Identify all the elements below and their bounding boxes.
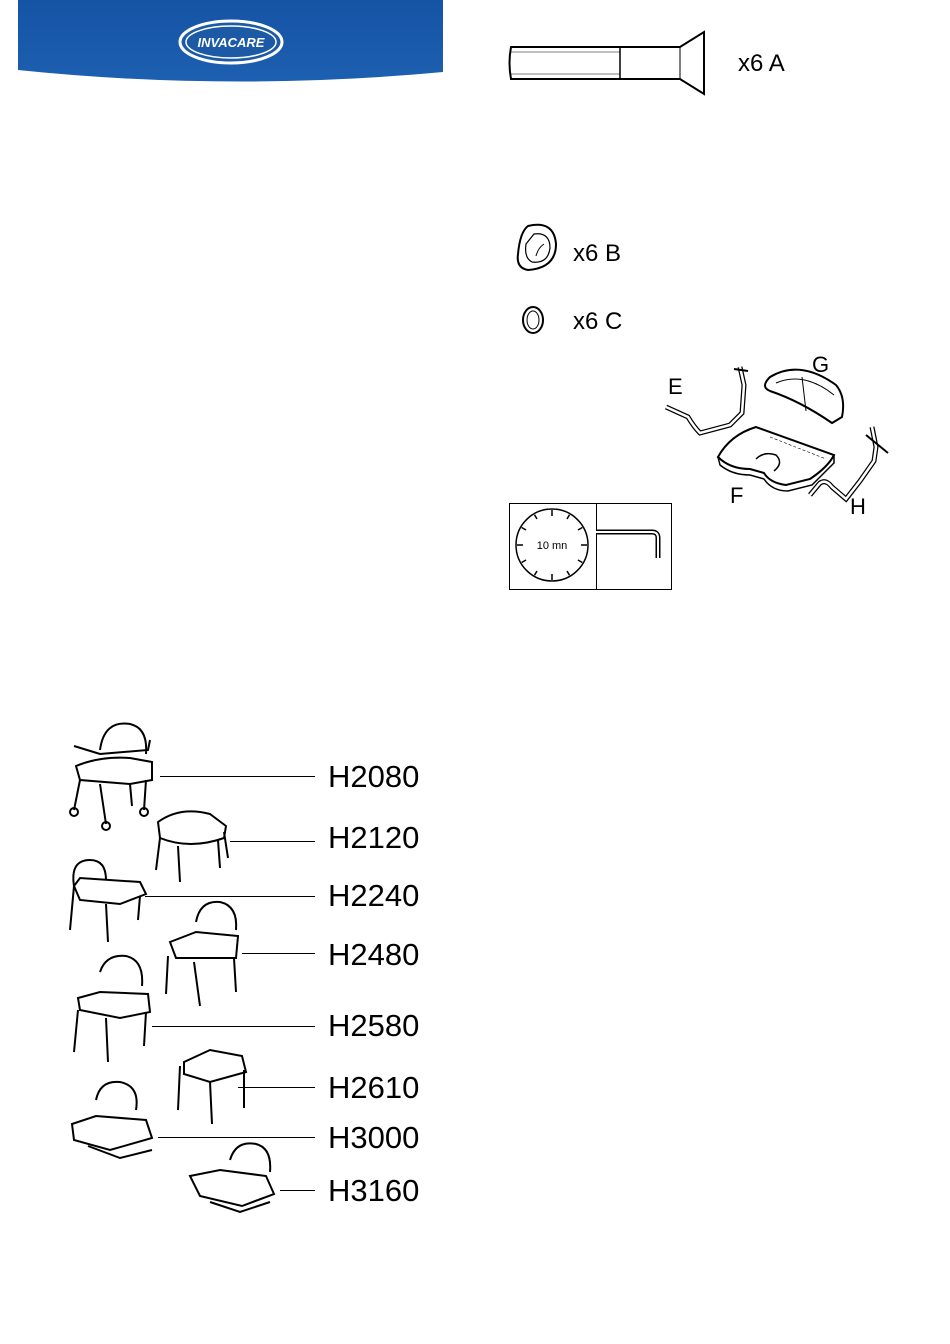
leader-h3160 — [280, 1190, 315, 1191]
model-h2480: H2480 — [328, 939, 419, 970]
clock-time-text: 10 mn — [537, 540, 568, 552]
part-f-label: F — [730, 485, 743, 507]
model-h2580: H2580 — [328, 1010, 419, 1041]
logo-text: INVACARE — [198, 35, 265, 50]
part-b-label: x6 B — [573, 242, 621, 266]
part-e-label: E — [668, 376, 683, 398]
leader-h3000 — [158, 1137, 315, 1138]
model-h3000: H3000 — [328, 1122, 419, 1153]
leader-h2240 — [145, 896, 315, 897]
model-h2080: H2080 — [328, 761, 419, 792]
clock-icon: 10 mn — [512, 505, 592, 585]
chair-parts-illustration — [660, 355, 895, 515]
model-h2120: H2120 — [328, 822, 419, 853]
washer-part-c-icon — [518, 303, 548, 337]
leader-h2480 — [242, 953, 315, 954]
brand-logo: INVACARE — [178, 19, 284, 65]
hex-key-icon — [594, 528, 668, 562]
leader-h2580 — [152, 1026, 315, 1027]
cap-part-b-icon — [514, 222, 560, 274]
screw-part-a-icon — [508, 28, 712, 98]
leader-h2610 — [238, 1087, 315, 1088]
leader-h2120 — [230, 841, 315, 842]
part-h-label: H — [850, 496, 866, 518]
chair-models-illustration — [60, 710, 320, 1230]
model-h2610: H2610 — [328, 1072, 419, 1103]
model-h2240: H2240 — [328, 880, 419, 911]
leader-h2080 — [160, 776, 315, 777]
part-c-label: x6 C — [573, 310, 622, 334]
model-h3160: H3160 — [328, 1175, 419, 1206]
part-a-label: x6 A — [738, 52, 785, 76]
part-g-label: G — [812, 354, 829, 376]
